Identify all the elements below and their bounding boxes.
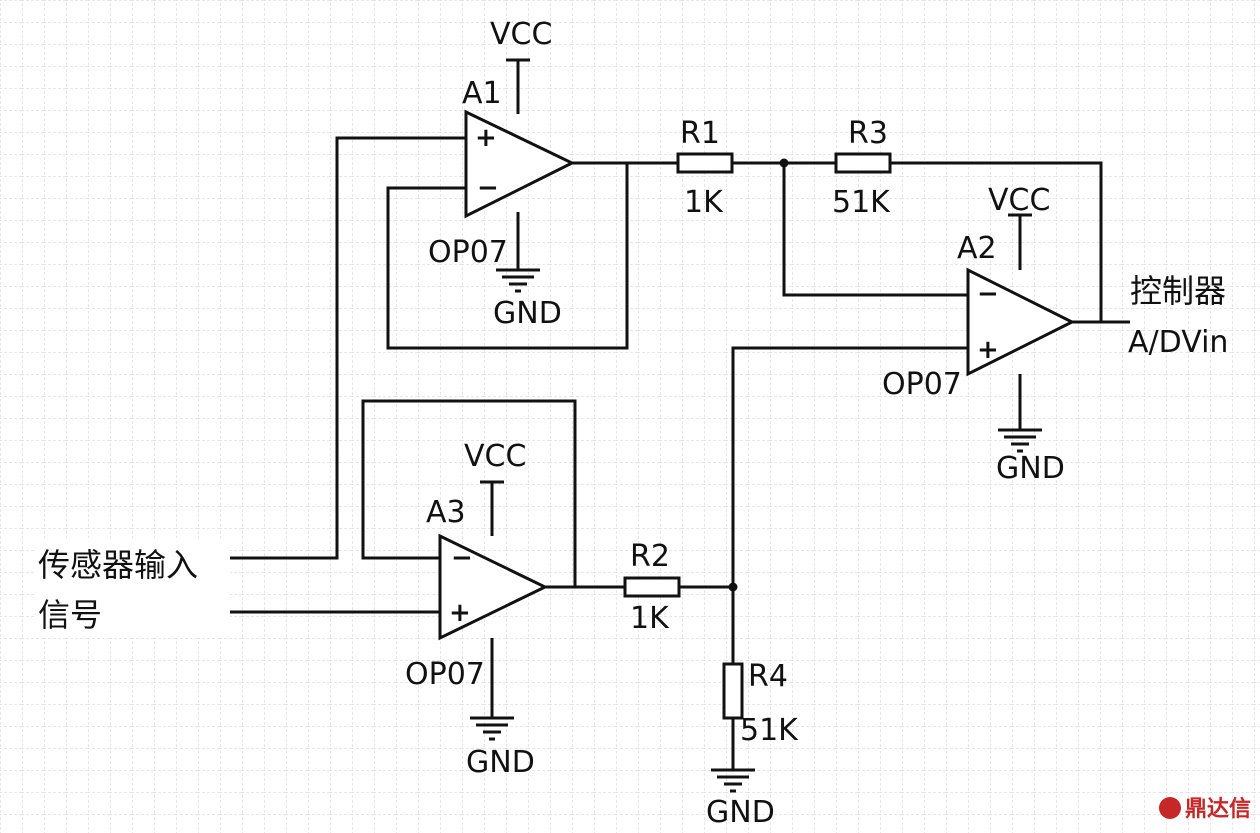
wire-a2-plus — [731, 346, 968, 587]
a1-ref-label: A1 — [462, 76, 502, 111]
wires — [230, 58, 1130, 770]
a1-plus-sign: + — [475, 123, 497, 153]
input-label-backdrop — [34, 538, 230, 638]
junction-r1-r3 — [779, 158, 789, 168]
resistor-r1 — [676, 152, 734, 174]
a2-minus-sign: − — [977, 279, 999, 309]
opamp-a1-symbol — [464, 109, 576, 219]
r4-gnd-label: GND — [706, 795, 775, 830]
a2-vcc-label: VCC — [988, 183, 1050, 218]
a1-model-label: OP07 — [428, 235, 508, 270]
resistor-r4 — [722, 662, 744, 720]
ground-symbols — [470, 268, 1042, 793]
a1-minus-sign: − — [477, 173, 499, 203]
a3-plus-sign: + — [449, 598, 471, 628]
junction-r2-r4 — [728, 582, 738, 592]
a3-model-label: OP07 — [405, 657, 485, 692]
watermark-icon — [1159, 797, 1181, 819]
a2-model-label: OP07 — [882, 367, 962, 402]
wire-node-a2-minus — [782, 163, 968, 297]
watermark-text: 鼎达信 — [1185, 796, 1251, 822]
a3-ref-label: A3 — [426, 495, 466, 530]
wire-r3-feedback — [890, 161, 1103, 322]
r1-value-label: 1K — [684, 185, 724, 220]
r3-ref-label: R3 — [848, 116, 888, 151]
ground-icon-r4 — [711, 768, 755, 793]
r3-value-label: 51K — [832, 185, 891, 220]
a1-vcc-label: VCC — [490, 17, 552, 52]
opamp-a2-symbol — [966, 267, 1076, 377]
output-label-controller: 控制器 — [1130, 272, 1226, 310]
r2-ref-label: R2 — [630, 539, 670, 574]
r2-value-label: 1K — [630, 601, 670, 636]
a2-ref-label: A2 — [957, 231, 997, 266]
input-label-sensor: 传感器输入 — [38, 546, 198, 584]
input-label-signal: 信号 — [38, 596, 102, 634]
a3-minus-sign: − — [451, 543, 473, 573]
resistor-r2 — [623, 576, 681, 598]
watermark-logo: 鼎达信 — [1159, 796, 1251, 822]
r4-ref-label: R4 — [748, 659, 788, 694]
a2-plus-sign: + — [977, 335, 999, 365]
ground-icon-a2 — [998, 428, 1042, 453]
resistor-r3 — [834, 152, 892, 174]
opamp-a3-symbol — [438, 533, 549, 641]
a1-gnd-label: GND — [493, 296, 562, 331]
ground-icon-a3 — [470, 716, 514, 741]
output-label-adc: A/DVin — [1128, 325, 1228, 360]
a3-vcc-label: VCC — [464, 439, 526, 474]
r4-value-label: 51K — [740, 713, 799, 748]
r1-ref-label: R1 — [680, 116, 720, 151]
wire-input-to-a1-plus — [230, 136, 466, 560]
ground-icon-a1 — [496, 268, 540, 293]
a3-gnd-label: GND — [466, 745, 535, 780]
a2-gnd-label: GND — [996, 451, 1065, 486]
